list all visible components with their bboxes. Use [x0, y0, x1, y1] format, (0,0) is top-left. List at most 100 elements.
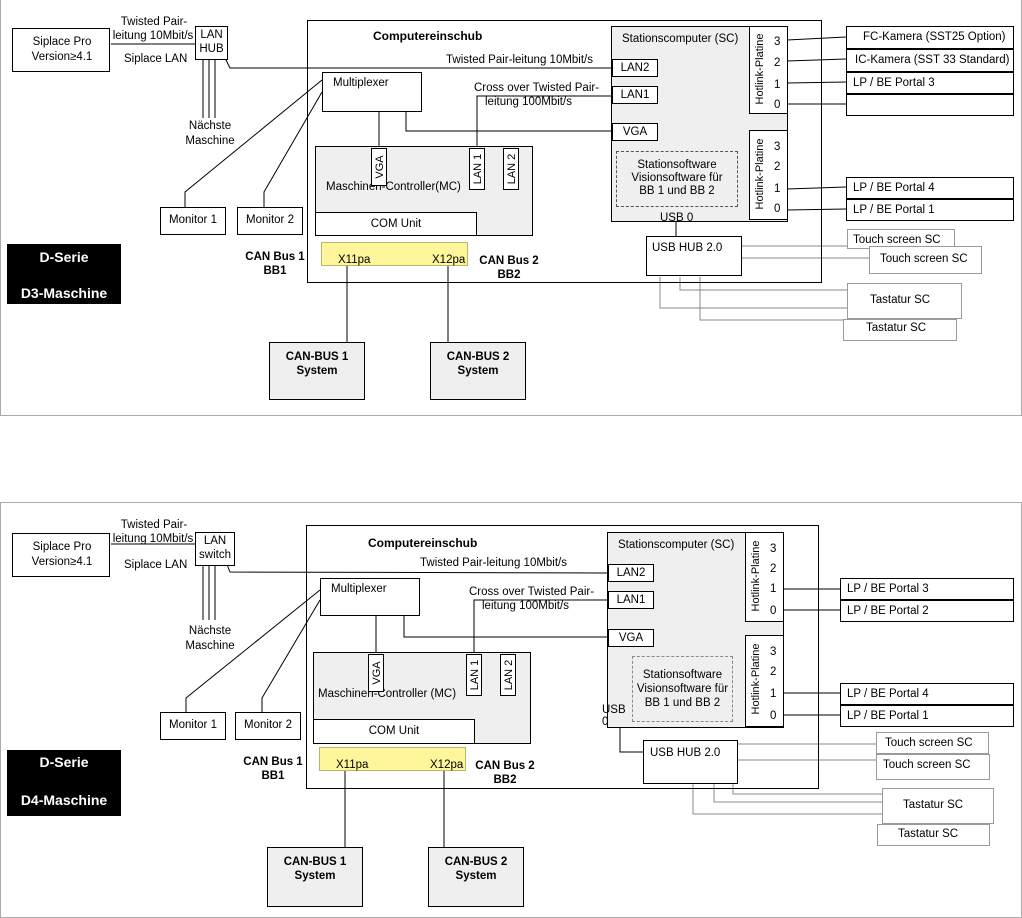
lan-hub-label: LAN [200, 29, 223, 41]
com-unit-box: COM Unit [315, 212, 477, 236]
touch-screen-label: Touch screen SC [885, 737, 973, 749]
monitor-1-label: Monitor 1 [169, 719, 217, 731]
computer-cabinet [306, 525, 819, 789]
computer-cabinet [307, 20, 822, 283]
keyboard-label: Tastatur SC [903, 799, 964, 811]
diagram-panel-d4: Siplace Pro Version≥4.1 Twisted Pair- le… [0, 502, 1022, 918]
usb-hub-label: USB HUB 2.0 [652, 242, 723, 254]
device-row: LP / BE Portal 4 [846, 177, 1014, 199]
x11-label: X11pa [336, 759, 369, 771]
device-label: IC-Kamera (SST 33 Standard) [855, 54, 1010, 66]
machine-label: D3-Maschine [20, 285, 108, 301]
crossover-label-2: leitung 100Mbit/s [482, 600, 569, 612]
monitor-2-box: Monitor 2 [235, 712, 301, 740]
monitor-1-label: Monitor 1 [169, 214, 217, 226]
keyboard-box: Tastatur SC [877, 824, 990, 846]
can-bus-2-bb-label: BB2 [493, 774, 517, 786]
hotlink-bottom-n0: 0 [770, 710, 777, 722]
hotlink-bottom-label: Hotlink-Platine [750, 643, 762, 715]
siplace-pro-box: Siplace Pro Version≥4.1 [12, 533, 110, 577]
device-row: LP / BE Portal 4 [840, 683, 1014, 705]
usb-hub-box: USB HUB 2.0 [643, 740, 738, 784]
crossover-label: Cross over Twisted Pair- [469, 586, 595, 598]
hotlink-top-n0: 0 [770, 605, 777, 617]
can-bus-1-label: CAN Bus 1 [243, 756, 303, 768]
hotlink-board-bottom: Hotlink-Platine 3 2 1 0 [745, 635, 784, 727]
sc-lan2-port: LAN2 [612, 59, 658, 77]
monitor-2-box: Monitor 2 [237, 207, 303, 235]
can-bus-1-label: CAN Bus 1 [245, 251, 305, 263]
touch-screen-label: Touch screen SC [853, 234, 941, 246]
mc-lan1-label: LAN 1 [469, 659, 481, 691]
mc-lan1-port: LAN 1 [466, 654, 482, 696]
device-label: LP / BE Portal 1 [847, 710, 929, 722]
software-label-2: Visionsoftware für [631, 172, 723, 184]
siplace-version-label: Version≥4.1 [31, 556, 93, 568]
can-bus-1-bb-label: BB1 [263, 265, 287, 277]
device-label: LP / BE Portal 4 [847, 688, 929, 700]
can-bus-1-system: CAN-BUS 1 System [267, 847, 363, 907]
usb-label: USB 0 [602, 704, 626, 729]
keyboard-box: Tastatur SC [882, 788, 994, 824]
software-label: Stationsoftware [637, 159, 717, 171]
hotlink-bottom-n3: 3 [770, 646, 777, 658]
monitor-1-box: Monitor 1 [160, 712, 226, 740]
can-bus-1-system-label: CAN-BUS 1 [283, 856, 347, 868]
touch-screen-label: Touch screen SC [883, 759, 971, 771]
mc-lan2-label: LAN 2 [506, 153, 518, 185]
keyboard-box: Tastatur SC [843, 319, 957, 341]
hotlink-board-bottom: Hotlink-Platine 3 2 1 0 [749, 130, 788, 220]
multiplexer-box: Multiplexer [322, 72, 422, 112]
diagram-panel-d3: Siplace Pro Version≥4.1 Twisted Pair- le… [0, 0, 1022, 418]
sc-lan1-label: LAN1 [620, 89, 650, 101]
can-connector-bar: X11pa X12pa [321, 242, 468, 266]
sc-lan1-label: LAN1 [616, 594, 646, 606]
software-label: Stationsoftware [642, 669, 723, 681]
can-bus-2-label: CAN Bus 2 [475, 760, 535, 772]
x11-label: X11pa [338, 254, 371, 266]
device-label: LP / BE Portal 4 [853, 182, 935, 194]
series-badge: D-Serie D4-Maschine [7, 750, 121, 816]
hotlink-top-n0: 0 [774, 99, 781, 111]
software-box: Stationsoftware Visionsoftware für BB 1 … [632, 656, 733, 722]
mc-lan1-label: LAN 1 [472, 153, 484, 185]
lan-switch-label: LAN [203, 535, 227, 547]
mc-lan2-port: LAN 2 [503, 148, 519, 190]
keyboard-box: Tastatur SC [847, 283, 962, 319]
next-machine-label: Nächste [188, 120, 232, 132]
device-row: FC-Kamera (SST25 Option) [846, 26, 1014, 49]
machine-label: D4-Maschine [20, 792, 108, 808]
hotlink-top-n1: 1 [770, 583, 777, 595]
lan-switch-label-2: switch [199, 549, 231, 561]
siplace-pro-box: Siplace Pro Version≥4.1 [12, 28, 110, 72]
software-label-2: Visionsoftware für [636, 683, 729, 695]
hotlink-bottom-n0: 0 [774, 203, 781, 215]
next-machine-label: Nächste [188, 625, 232, 637]
software-label-3: BB 1 und BB 2 [644, 697, 721, 709]
can-bus-2-bb-label: BB2 [497, 269, 521, 281]
device-row [846, 94, 1014, 116]
twisted-pair-label: Twisted Pair- [120, 16, 188, 28]
usb-hub-label: USB HUB 2.0 [650, 747, 721, 759]
lan-switch-box: LAN switch [195, 532, 235, 566]
can-bus-1-system-label: CAN-BUS 1 [285, 351, 349, 363]
can-bus-2-system-sub: System [455, 870, 497, 882]
next-machine-label-2: Maschine [185, 640, 235, 652]
mc-lan1-port: LAN 1 [469, 148, 485, 190]
mc-vga-label: VGA [371, 661, 383, 685]
can-bus-1-system-sub: System [294, 870, 336, 882]
connection-lines [111, 36, 870, 342]
hotlink-top-n3: 3 [770, 543, 777, 555]
com-unit-label: COM Unit [370, 218, 422, 230]
next-machine-label-2: Maschine [185, 135, 235, 147]
x12-label: X12pa [430, 759, 464, 771]
siplace-lan-label: Siplace LAN [124, 559, 188, 571]
cabinet-title: Computereinschub [373, 29, 483, 43]
twisted-pair-label-2: leitung 10Mbit/s [112, 30, 194, 42]
device-row: LP / BE Portal 1 [846, 199, 1014, 221]
touch-screen-box: Touch screen SC [876, 732, 989, 754]
device-label: LP / BE Portal 3 [847, 583, 929, 595]
x12-label: X12pa [432, 254, 466, 266]
keyboard-label: Tastatur SC [898, 828, 959, 840]
mc-vga-port: VGA [371, 148, 387, 186]
